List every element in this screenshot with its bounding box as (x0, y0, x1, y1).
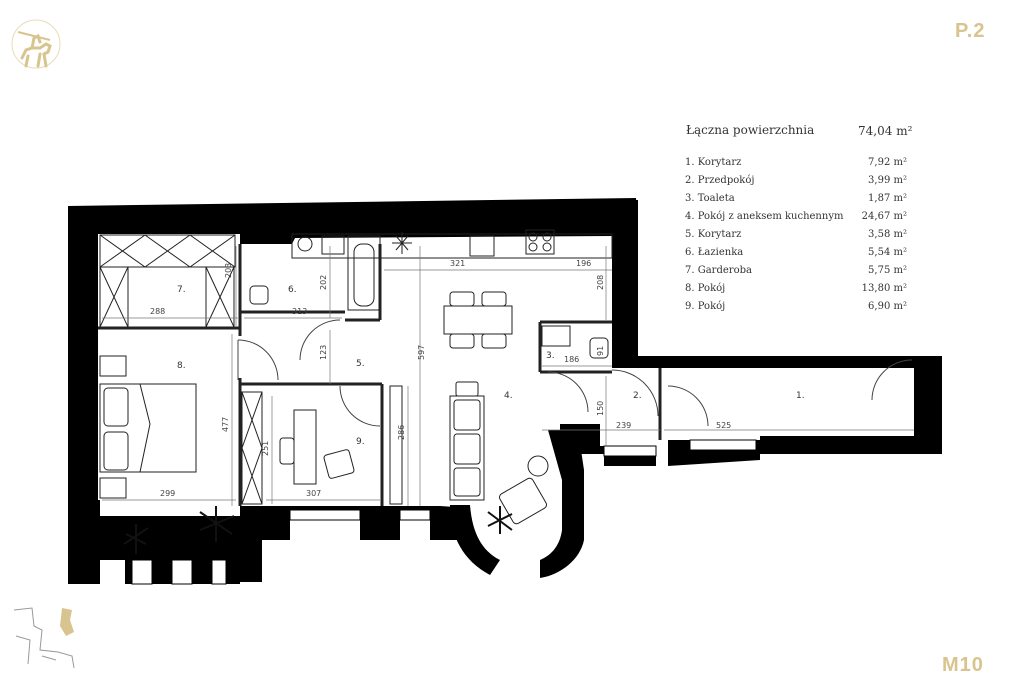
doors (237, 319, 913, 427)
dim-label: 299 (160, 489, 175, 498)
dim-label: 186 (564, 355, 579, 364)
dim-label: 91 (596, 346, 605, 356)
room-label-9: 9. (356, 437, 365, 447)
bathroom-fixtures (249, 235, 609, 359)
exterior-walls (68, 198, 942, 584)
horseman-logo-icon (10, 14, 62, 76)
room-label-3: 3. (546, 351, 555, 361)
dim-label: 196 (576, 259, 591, 268)
dim-label: 251 (261, 441, 270, 456)
dim-label: 203 (224, 263, 233, 278)
dim-label: 286 (397, 425, 406, 440)
kitchen-counter (291, 229, 613, 259)
dim-label: 307 (306, 489, 321, 498)
unit-code: M10 (942, 654, 984, 676)
page-code: P.2 (955, 20, 986, 42)
dim-label: 150 (596, 401, 605, 416)
dim-label: 202 (319, 275, 328, 290)
total-area-label: Łączna powierzchnia (686, 123, 815, 137)
room-label-4: 4. (504, 391, 513, 401)
room-label-1: 1. (796, 391, 805, 401)
dim-label: 123 (319, 345, 328, 360)
dimension-lines (102, 246, 914, 506)
room-label-7: 7. (177, 285, 186, 295)
total-area-value: 74,04 m² (858, 124, 913, 138)
dim-label: 477 (221, 417, 230, 432)
dining-set (443, 291, 513, 349)
plants (123, 506, 513, 554)
dim-label: 239 (616, 421, 631, 430)
dim-label: 321 (450, 259, 465, 268)
dim-label: 208 (596, 275, 605, 290)
room-label-5: 5. (356, 359, 365, 369)
sofa (449, 381, 549, 525)
desk-set (279, 385, 403, 505)
dim-label: 313 (292, 307, 307, 316)
window-openings (131, 439, 757, 585)
room-labels: 1. 2. 3. 4. 5. 6. 7. 8. 9. (177, 285, 805, 447)
dimension-labels: 321 196 208 202 203 288 313 123 597 186 … (150, 259, 731, 498)
room-label-6: 6. (288, 285, 297, 295)
room-label-2: 2. (633, 391, 642, 401)
dim-label: 525 (716, 421, 731, 430)
dim-label: 597 (417, 345, 426, 360)
room-label-8: 8. (177, 361, 186, 371)
bed (99, 355, 197, 499)
dim-label: 288 (150, 307, 165, 316)
wardrobe-units (99, 234, 263, 505)
location-map-icon (12, 606, 88, 670)
